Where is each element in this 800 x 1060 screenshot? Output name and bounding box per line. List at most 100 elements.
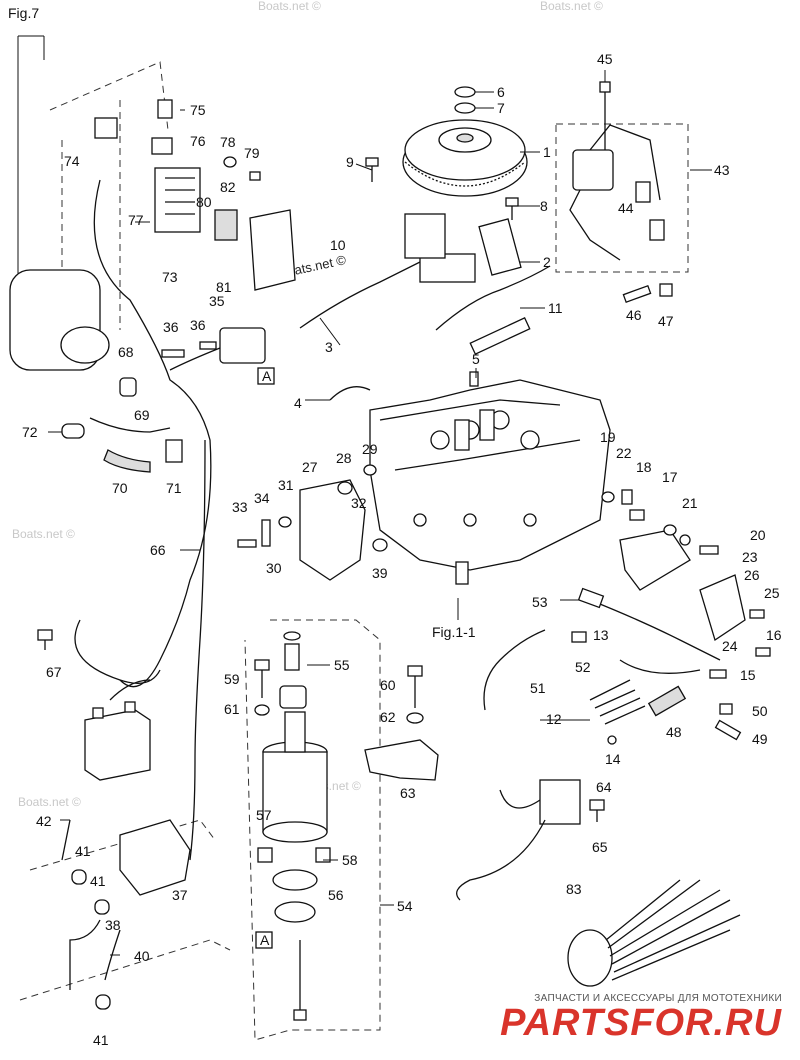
hose [103, 449, 151, 473]
flywheel [402, 119, 528, 197]
callout-number: 9 [346, 154, 354, 170]
group-outline-ignition-coil [555, 123, 689, 273]
bolt [505, 197, 519, 220]
callout-number: 53 [532, 594, 548, 610]
engine-cover-dome [60, 326, 110, 364]
callout-number: 17 [662, 469, 678, 485]
callout-number: 48 [666, 724, 682, 740]
callout-number: 70 [112, 480, 128, 496]
fuse-box [119, 819, 191, 896]
callout-number: 41 [93, 1032, 109, 1048]
callout-number: 71 [166, 480, 182, 496]
callout-number: 24 [722, 638, 738, 654]
a-marker-box [255, 931, 273, 949]
callout-number: 80 [196, 194, 212, 210]
flywheel-nut [454, 86, 476, 114]
starter-motor [262, 711, 328, 843]
wire-harness-assembly [567, 879, 741, 987]
callout-number: 57 [256, 807, 272, 823]
callout-number: 39 [372, 565, 388, 581]
callout-number: 63 [400, 785, 416, 801]
figure-reference-label: Fig.1-1 [432, 624, 476, 640]
brand-footer: ЗАПЧАСТИ И АКСЕССУАРЫ ДЛЯ МОТОТЕХНИКИ PA… [500, 993, 782, 1042]
callout-number: 59 [224, 671, 240, 687]
watermark: Boats.net © [12, 527, 75, 541]
callout-number: 78 [220, 134, 236, 150]
callout-number: 56 [328, 887, 344, 903]
callout-number: 36 [190, 317, 206, 333]
cap [607, 735, 617, 745]
lead-wire [61, 819, 71, 861]
bracket [151, 137, 173, 155]
lead-wire [104, 929, 121, 981]
callout-number: 37 [172, 887, 188, 903]
regulator [456, 779, 581, 901]
callout-number: 32 [351, 495, 367, 511]
callout-number: 68 [118, 344, 134, 360]
callout-number: 16 [766, 627, 782, 643]
terminal [571, 631, 587, 643]
main-harness [189, 439, 206, 861]
callout-number: 75 [190, 102, 206, 118]
box-marker-label: A [262, 368, 272, 384]
callout-number: 36 [163, 319, 179, 335]
leader-lines [48, 70, 712, 956]
callout-number: 82 [220, 179, 236, 195]
callout-number: 30 [266, 560, 282, 576]
bolt [589, 799, 605, 822]
wire-harness [299, 261, 421, 329]
callout-number: 49 [752, 731, 768, 747]
bolt [719, 703, 733, 715]
fig7-bracket [17, 35, 45, 280]
terminal-set [589, 679, 646, 725]
callout-number: 81 [216, 279, 232, 295]
main-harness [93, 179, 212, 688]
callout-number: 44 [618, 200, 634, 216]
insulator-plate [214, 209, 238, 241]
callout-number: 62 [380, 709, 396, 725]
brush-holder [315, 847, 331, 863]
battery-cable [109, 679, 151, 701]
grommet [647, 685, 687, 717]
battery-cable [74, 619, 161, 684]
callout-number: 8 [540, 198, 548, 214]
callout-number: 42 [36, 813, 52, 829]
callout-number: 66 [150, 542, 166, 558]
group-outline-starter-motor [244, 619, 381, 1041]
callout-number: 28 [336, 450, 352, 466]
callout-number: 55 [334, 657, 350, 673]
watermark: Boats.net © [258, 0, 321, 13]
callout-number: 34 [254, 490, 270, 506]
callout-number: 19 [600, 429, 616, 445]
starter-end-cap [272, 869, 318, 1021]
engine-block [369, 379, 611, 585]
callout-number: 51 [530, 680, 546, 696]
callout-number: 69 [134, 407, 150, 423]
watermark: Boats.net © [18, 795, 81, 809]
wire-harness [435, 265, 551, 331]
callout-number: 15 [740, 667, 756, 683]
fuse [71, 869, 87, 885]
callout-number: 73 [162, 269, 178, 285]
cdi-unit [699, 574, 746, 642]
callout-number: 14 [605, 751, 621, 767]
terminal [714, 719, 742, 741]
callout-number: 4 [294, 395, 302, 411]
figure-title: Fig.7 [8, 5, 39, 21]
washer [254, 704, 270, 716]
callout-number: 10 [330, 237, 346, 253]
brush-holder [257, 847, 273, 863]
callout-number: 43 [714, 162, 730, 178]
connector [94, 117, 118, 139]
fuse-cap [119, 377, 137, 397]
group-outline-fuse-box [19, 819, 231, 1001]
callout-numbers: 1 2 3 4 5 6 7 8 9 10 11 12 13 14 15 16 1… [22, 51, 782, 1048]
callout-number: 31 [278, 477, 294, 493]
fastener-set [237, 371, 771, 679]
watermark: Boats.net © [540, 0, 603, 13]
bolt [199, 341, 217, 350]
callout-number: 7 [497, 100, 505, 116]
lead-wire [69, 919, 101, 990]
callout-number: 46 [626, 307, 642, 323]
